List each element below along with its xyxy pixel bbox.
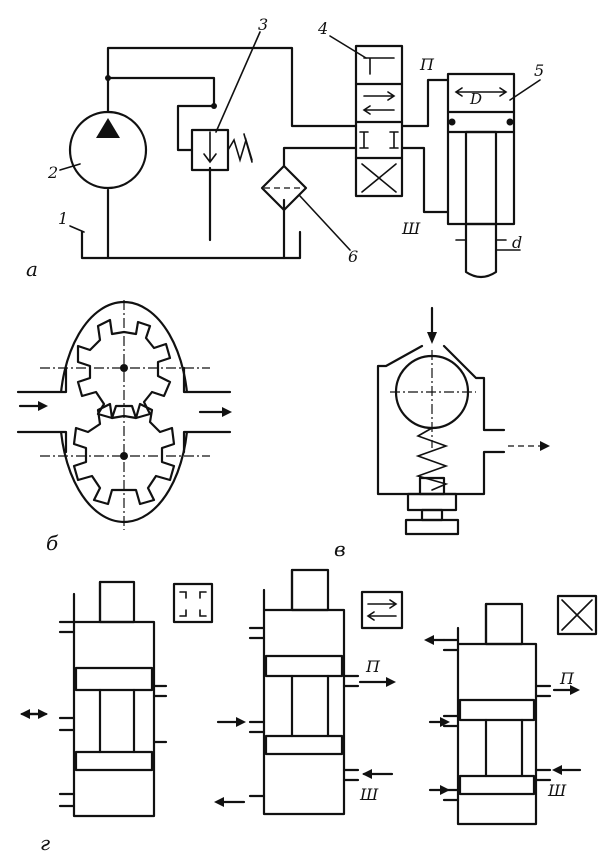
dim-label-D: D	[469, 90, 482, 108]
filter	[260, 146, 358, 212]
callout-5: 5	[534, 61, 544, 80]
panel-a-circuit	[59, 31, 541, 279]
panel-b-gear-pump	[16, 300, 232, 530]
callout-6: 6	[348, 247, 358, 266]
g-port-label-sh-3: Ш	[547, 781, 567, 800]
panel-g-positions	[20, 568, 598, 826]
dim-label-d: d	[512, 233, 522, 252]
panel-v-relief-valve	[376, 306, 550, 536]
panel-label-a: а	[26, 257, 38, 281]
callout-3: 3	[258, 15, 268, 34]
port-label-p: П	[419, 55, 435, 74]
g-port-label-p-3: П	[559, 669, 575, 688]
port-label-sh: Ш	[401, 219, 421, 238]
callout-1: 1	[58, 209, 68, 228]
g-port-label-p-2: П	[365, 657, 381, 676]
spool-position-3	[424, 594, 598, 826]
callout-2: 2	[47, 163, 58, 182]
spool-position-2	[214, 568, 404, 816]
relief-valve	[176, 104, 253, 172]
panel-label-b: б	[46, 531, 59, 555]
cylinder	[446, 72, 521, 279]
directional-valve	[354, 44, 404, 198]
spool-position-1	[20, 580, 214, 818]
panel-label-v: в	[334, 537, 346, 561]
g-port-label-sh-2: Ш	[359, 785, 379, 804]
pump	[68, 110, 148, 190]
panel-label-g: г	[40, 831, 50, 855]
callout-4: 4	[317, 19, 328, 38]
